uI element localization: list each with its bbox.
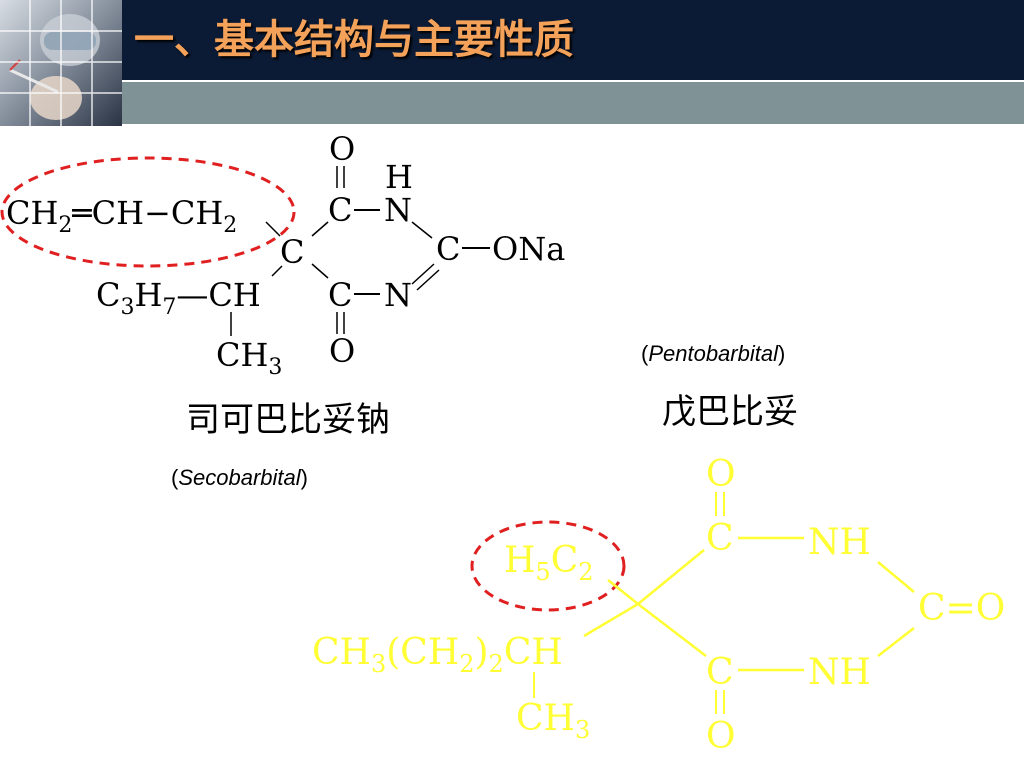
atom-h: H — [385, 158, 413, 196]
pentyl-chain: CH3(CH2)2CH — [312, 632, 563, 678]
pento-atom-c-top: C — [706, 518, 734, 559]
atom-c-carbonyl-top: C — [328, 191, 352, 229]
allyl-highlight-ring — [0, 156, 296, 268]
slide-title: 一、基本结构与主要性质 — [134, 17, 574, 63]
pento-atom-bottom-o: O — [706, 716, 736, 757]
atom-ona: ONa — [492, 230, 565, 268]
pentobarbital-name-cn: 戊巴比妥 — [662, 392, 798, 432]
atom-c2: C — [436, 230, 460, 268]
propyl-group: C3H7—CH — [96, 276, 261, 320]
pento-atom-c-bottom: C — [706, 652, 734, 693]
atom-n-top: N — [384, 191, 412, 229]
header-strip — [122, 82, 1024, 124]
header-bar — [0, 0, 1024, 82]
pentobarbital-name-en: (Pentobarbital) — [641, 341, 786, 366]
allyl-group: CH2═CH−CH2 — [6, 194, 237, 238]
pento-atom-top-o: O — [706, 454, 736, 495]
atom-bottom-o: O — [329, 332, 355, 370]
pento-atom-nh-top: NH — [808, 522, 871, 563]
atom-n-bottom: N — [384, 276, 412, 314]
pento-methyl-group: CH3 — [516, 698, 590, 744]
header-rule — [122, 80, 1024, 82]
header-photo — [0, 0, 122, 126]
pentobarbital-structure: O C NH H5C2 C=O CH3(CH2)2CH C NH CH3 O — [312, 454, 1005, 757]
pento-atom-nh-bottom: NH — [808, 652, 871, 693]
atom-top-o: O — [329, 130, 355, 168]
ethyl-highlight-ring — [470, 520, 626, 612]
secobarbital-name-en: (Secobarbital) — [171, 465, 308, 490]
methyl-group: CH3 — [216, 336, 282, 380]
atom-c-center: C — [280, 233, 304, 271]
ethyl-group: H5C2 — [504, 540, 594, 586]
secobarbital-name-cn: 司可巴比妥钠 — [186, 400, 390, 440]
atom-c-carbonyl-bottom: C — [328, 276, 352, 314]
secobarbital-structure: O H C N CH2═CH−CH2 C C ONa C3H7—CH C N — [0, 130, 565, 380]
pento-atom-c2: C=O — [918, 588, 1005, 629]
